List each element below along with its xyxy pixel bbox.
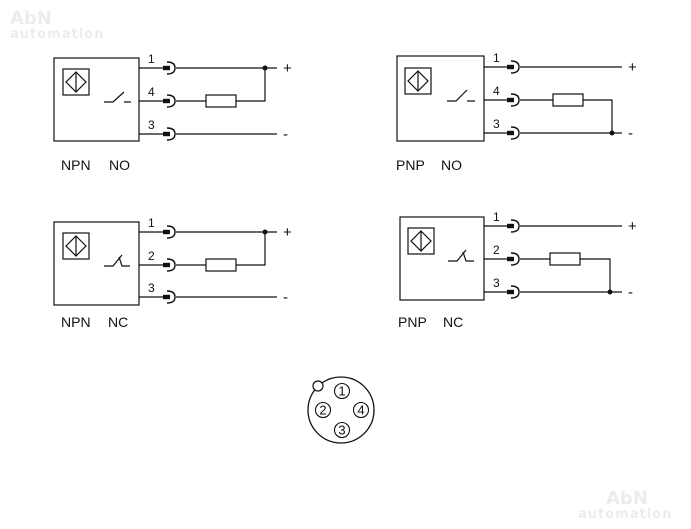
plus-label: +: [628, 59, 637, 76]
pin-label: 3: [493, 117, 500, 131]
terminal-icon: [506, 60, 520, 74]
terminal-icon: [162, 258, 176, 272]
plus-label: +: [283, 60, 292, 77]
terminal-icon: [506, 93, 520, 107]
contact-type-label: NO: [441, 157, 462, 173]
junction-dot: [262, 65, 268, 71]
contact-type-label: NC: [443, 314, 463, 330]
terminal-icon: [506, 252, 520, 266]
connector-pinout: 1 2 4 3: [307, 376, 375, 444]
pin-label: 4: [493, 84, 500, 98]
connector-pin-label: 2: [319, 403, 326, 418]
pin-label: 1: [493, 210, 500, 224]
diagram-pnp-nc: 1 2 3 + - PNP NC: [398, 210, 637, 330]
sensor-symbol-icon: [62, 68, 90, 96]
sensor-symbol-icon: [404, 67, 432, 95]
sensor-type-label: NPN: [61, 314, 91, 330]
watermark-top: AbN automation: [10, 8, 105, 42]
watermark-brand: AbN: [606, 488, 648, 509]
no-switch-icon: [104, 91, 131, 103]
terminal-icon: [162, 127, 176, 141]
junction-dot: [262, 229, 268, 235]
minus-label: -: [283, 289, 288, 306]
sensor-type-label: PNP: [398, 314, 427, 330]
connector-pin-label: 3: [338, 423, 345, 438]
pin-label: 1: [148, 52, 155, 66]
diagram-npn-no: 1 4 3 + - NPN NO: [53, 52, 292, 173]
plus-label: +: [283, 224, 292, 241]
connector-outline: [307, 376, 375, 444]
load-resistor: [549, 252, 581, 266]
diagram-pnp-no: 1 4 3 + - PNP NO: [396, 51, 637, 173]
load-resistor: [205, 258, 237, 272]
watermark-bottom: AbN automation: [578, 488, 673, 522]
connector-pin-label: 4: [357, 403, 364, 418]
pin-label: 3: [493, 276, 500, 290]
plus-label: +: [628, 218, 637, 235]
contact-type-label: NO: [109, 157, 130, 173]
pin-label: 4: [148, 85, 155, 99]
load-resistor: [552, 93, 584, 107]
sensor-type-label: NPN: [61, 157, 91, 173]
load-resistor: [205, 94, 237, 108]
pin-label: 3: [148, 281, 155, 295]
nc-switch-icon: [104, 254, 130, 267]
diagram-npn-nc: 1 2 3 + - NPN NC: [53, 216, 292, 330]
key-notch-icon: [312, 380, 324, 392]
no-switch-icon: [447, 89, 475, 102]
terminal-icon: [506, 126, 520, 140]
minus-label: -: [628, 284, 633, 301]
terminal-icon: [162, 61, 176, 75]
nc-switch-icon: [448, 249, 474, 262]
sensor-type-label: PNP: [396, 157, 425, 173]
terminal-icon: [162, 290, 176, 304]
pin-label: 1: [493, 51, 500, 65]
terminal-icon: [506, 219, 520, 233]
sensor-symbol-icon: [62, 232, 90, 260]
watermark-brand: AbN: [10, 8, 52, 29]
watermark-tagline: automation: [10, 27, 105, 42]
minus-label: -: [283, 126, 288, 143]
minus-label: -: [628, 125, 633, 142]
watermark-tagline: automation: [578, 507, 673, 522]
sensor-symbol-icon: [407, 227, 435, 255]
pin-label: 2: [148, 249, 155, 263]
connector-pin-label: 1: [338, 384, 345, 399]
terminal-icon: [506, 285, 520, 299]
terminal-icon: [162, 94, 176, 108]
terminal-icon: [162, 225, 176, 239]
pin-label: 1: [148, 216, 155, 230]
contact-type-label: NC: [108, 314, 128, 330]
pin-label: 2: [493, 243, 500, 257]
pin-label: 3: [148, 118, 155, 132]
